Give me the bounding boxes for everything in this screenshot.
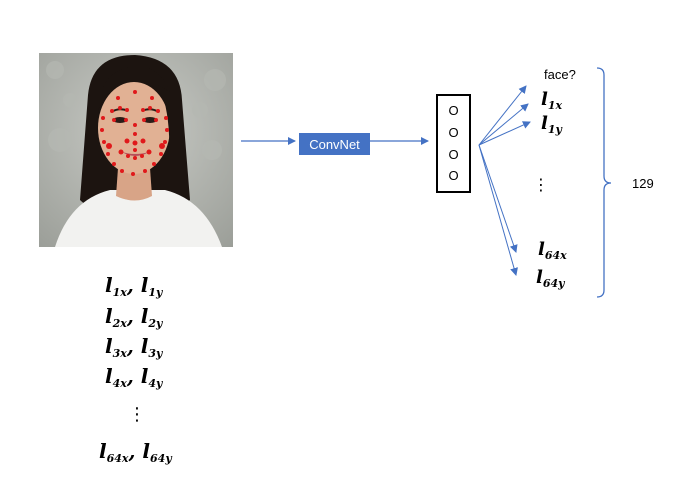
output-l1y: l1y bbox=[541, 113, 563, 136]
landmark-pair: l3x, l3y bbox=[105, 334, 164, 360]
output-count-label: 129 bbox=[632, 176, 654, 191]
output-ellipsis: ⋮ bbox=[533, 175, 549, 194]
input-ellipsis: ⋮ bbox=[128, 404, 146, 425]
arrow-to-face bbox=[478, 85, 527, 146]
landmark-pair: l1x, l1y bbox=[105, 273, 164, 299]
vector-node: O bbox=[448, 147, 458, 162]
arrow-to-l1y bbox=[478, 121, 531, 146]
output-l64y: l64y bbox=[536, 267, 566, 290]
landmark-pair: l2x, l2y bbox=[105, 304, 164, 330]
arrow-to-l64y bbox=[478, 144, 518, 276]
output-l64x: l64x bbox=[538, 239, 567, 262]
landmark-pair: l64x, l64y bbox=[99, 439, 173, 465]
face-photo bbox=[39, 53, 233, 247]
landmark-pair: l4x, l4y bbox=[105, 364, 164, 390]
output-l1x: l1x bbox=[541, 89, 562, 112]
arrow-to-l64x bbox=[478, 144, 518, 253]
convnet-label: ConvNet bbox=[309, 137, 360, 152]
output-brace bbox=[596, 67, 612, 298]
input-landmark-list: l1x, l1y l2x, l2y l3x, l3y l4x, l4y ⋮ l6… bbox=[99, 273, 173, 465]
arrow-to-l1x bbox=[478, 103, 529, 146]
convnet-box bbox=[299, 133, 370, 155]
output-vector-box bbox=[436, 94, 471, 193]
vector-node: O bbox=[448, 125, 458, 140]
vector-node: O bbox=[448, 168, 458, 183]
face-label: face? bbox=[544, 67, 576, 82]
vector-node: O bbox=[448, 103, 458, 118]
